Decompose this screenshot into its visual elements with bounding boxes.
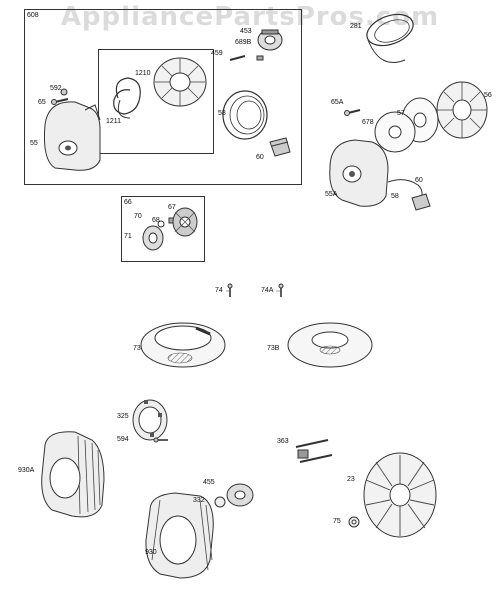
- label-71: 71: [124, 233, 132, 240]
- label-73b: 73B: [267, 345, 280, 352]
- label-608: 608: [27, 12, 39, 19]
- leader-lines: [60, 90, 281, 292]
- part-1210-pulley: [153, 57, 207, 107]
- part-594-screw: [153, 437, 168, 443]
- label-57: 57: [397, 110, 405, 117]
- group-box-608: [24, 9, 302, 185]
- label-1211: 1211: [106, 118, 122, 125]
- label-455: 455: [203, 479, 215, 486]
- part-60-handle: [269, 137, 291, 157]
- part-453-cup: [257, 29, 283, 51]
- part-67-hub: [172, 207, 198, 237]
- part-689b-pin: [256, 55, 264, 61]
- part-930a-shroud: [41, 431, 105, 518]
- label-65a: 65A: [331, 99, 344, 106]
- part-65-screw: [51, 98, 69, 105]
- part-459-screw: [229, 55, 246, 61]
- label-75: 75: [333, 518, 341, 525]
- part-332-washer: [214, 496, 226, 508]
- inner-box-1210: [98, 49, 214, 154]
- part-592-nut: [60, 88, 68, 96]
- label-60-right: 60: [415, 177, 423, 184]
- label-73: 73: [133, 345, 141, 352]
- label-58: 58: [218, 110, 226, 117]
- part-56-pulley: [436, 81, 488, 139]
- label-592: 592: [50, 85, 62, 92]
- part-455-nut: [226, 483, 254, 507]
- label-281: 281: [350, 23, 362, 30]
- label-70: 70: [134, 213, 142, 220]
- label-55: 55: [30, 140, 38, 147]
- part-75-washer: [348, 516, 360, 528]
- part-1211-rope: [113, 77, 141, 119]
- label-55a: 55A: [325, 191, 338, 198]
- part-363-bolt: [295, 439, 333, 463]
- part-58-spring: [222, 90, 268, 140]
- label-453: 453: [240, 28, 252, 35]
- part-55-housing: [44, 101, 101, 171]
- part-281-spring: [366, 13, 414, 63]
- label-56: 56: [484, 92, 492, 99]
- part-58-handle: [411, 193, 431, 211]
- label-325: 325: [117, 413, 129, 420]
- part-71-cup: [142, 225, 164, 251]
- watermark: AppliancePartsPros.com: [60, 2, 440, 32]
- part-73b-screen: [287, 322, 373, 368]
- label-689b: 689B: [235, 39, 252, 46]
- label-65: 65: [38, 99, 46, 106]
- label-66: 66: [124, 199, 132, 206]
- label-332: 332: [193, 497, 205, 504]
- label-68: 68: [152, 217, 160, 224]
- part-70-spring: [157, 220, 165, 228]
- part-65a-screw: [344, 109, 361, 116]
- group-box-66: [121, 196, 205, 262]
- part-23-flywheel: [363, 452, 437, 538]
- label-930: 930: [145, 549, 157, 556]
- label-678: 678: [362, 119, 374, 126]
- label-459: 459: [211, 50, 223, 57]
- label-594: 594: [117, 436, 129, 443]
- label-74: 74: [215, 287, 223, 294]
- part-930-shroud: [145, 492, 214, 579]
- part-73-screen: [140, 322, 226, 368]
- label-23: 23: [347, 476, 355, 483]
- label-67: 67: [168, 204, 176, 211]
- label-74a: 74A: [261, 287, 274, 294]
- label-58-right: 58: [391, 193, 399, 200]
- label-1210: 1210: [135, 70, 151, 77]
- part-74a-screw: [278, 283, 284, 297]
- part-325-ring: [132, 399, 168, 441]
- label-60: 60: [256, 154, 264, 161]
- label-930a: 930A: [18, 467, 35, 474]
- label-363: 363: [277, 438, 289, 445]
- part-74-screw: [227, 283, 233, 297]
- part-678-disc: [374, 111, 416, 153]
- part-55a-housing: [329, 139, 389, 207]
